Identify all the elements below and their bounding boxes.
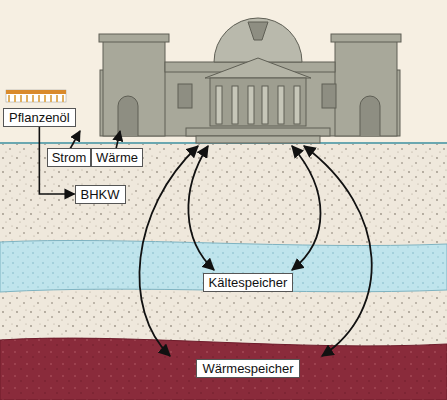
soil xyxy=(0,143,447,400)
output-label: Wärme xyxy=(91,148,143,167)
source-box: Pflanzenöl xyxy=(3,108,76,127)
storage-box: Wärmespeicher xyxy=(196,359,299,378)
label-text: Wärme xyxy=(96,150,138,165)
cold-aquifer xyxy=(0,240,447,292)
oil-icon xyxy=(6,90,66,102)
node-text: BHKW xyxy=(81,187,120,202)
heat-arrow xyxy=(116,131,120,149)
chp-box: BHKW xyxy=(75,185,126,204)
node-text: Kältespeicher xyxy=(209,275,288,290)
label-text: Strom xyxy=(52,150,87,165)
reichstag-building xyxy=(99,18,401,143)
storage-arrows xyxy=(139,146,371,356)
node-text: Wärmespeicher xyxy=(202,361,293,376)
node-text: Pflanzenöl xyxy=(9,110,70,125)
power-arrow xyxy=(70,131,80,149)
storage-box: Kältespeicher xyxy=(203,273,294,292)
warm-aquifer xyxy=(0,338,447,400)
output-label: Strom xyxy=(47,148,92,167)
